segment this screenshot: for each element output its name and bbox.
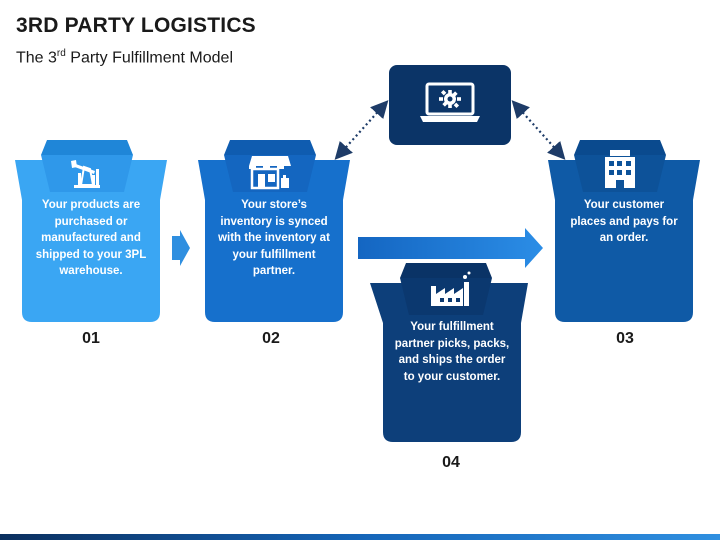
page-title: 3RD PARTY LOGISTICS: [16, 14, 256, 37]
step-01-text: Your products are purchased or manufactu…: [35, 199, 147, 277]
step-04-number: 04: [442, 454, 460, 471]
step-01-card: [15, 140, 167, 322]
dotted-connector-right: [511, 100, 566, 160]
step-03-number: 03: [616, 330, 634, 347]
step-02-number: 02: [262, 330, 280, 347]
oil-pump-icon: [71, 160, 100, 188]
footer-bar: [0, 534, 720, 540]
step-03-text: Your customer places and pays for an ord…: [570, 199, 678, 244]
dotted-connector-left: [334, 100, 389, 160]
step-02-text: Your store’s inventory is synced with th…: [218, 199, 330, 277]
store-icon: [249, 156, 291, 190]
page-subtitle: The 3rd Party Fulfillment Model: [16, 48, 233, 67]
building-icon: [605, 150, 635, 188]
step-03-card: [548, 140, 700, 322]
step-01-number: 01: [82, 330, 100, 347]
step-02-card: [198, 140, 350, 322]
laptop-gear-icon: [420, 82, 480, 122]
factory-icon: [431, 271, 471, 306]
arrow-01-to-02: [172, 230, 190, 266]
step-04-text: Your fulfillment partner picks, packs, a…: [394, 321, 510, 383]
arrow-02-to-03: [358, 228, 543, 268]
